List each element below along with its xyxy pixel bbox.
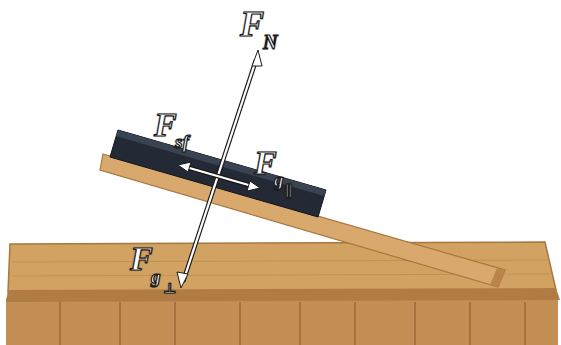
force-symbol: F [130,242,153,276]
force-subscript: g [274,170,284,189]
board-end [490,268,505,287]
cabinet-front [6,298,558,345]
cabinet-planks [60,302,525,345]
force-subscript: ⊥ [163,282,176,296]
inclined-board [100,154,505,287]
force-subscript: g [151,267,161,286]
force-symbol: F [240,6,264,42]
cabinet-lip [6,288,560,302]
force-subscript: ∥ [285,184,293,199]
force-subscript: N [263,32,277,52]
force-vectors [177,50,262,288]
force-subscript: sf [175,132,189,151]
force-symbol: F [254,146,277,180]
force-symbol: F [154,108,177,142]
